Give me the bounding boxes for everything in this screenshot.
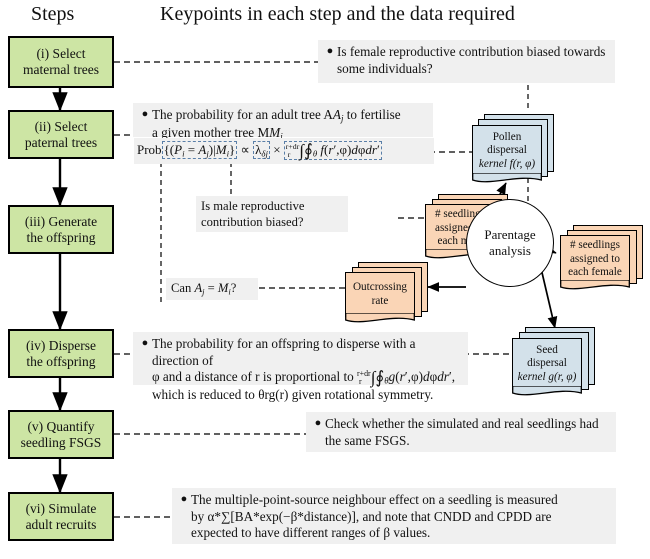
bullet-step-v-text: Check whether the simulated and real see… bbox=[325, 416, 599, 448]
bullet-dot-icon: ● bbox=[314, 417, 322, 429]
female-seedlings-l2: assigned to bbox=[569, 252, 620, 265]
bullet-step-vi-line2: by α*∑[BA*exp(−β*distance)], and note th… bbox=[191, 508, 552, 524]
card-wave-icon bbox=[345, 313, 415, 323]
bullet-step-ii: ● The probability for an adult tree AAj … bbox=[133, 103, 433, 141]
seed-kernel-l3: kernel g(r, φ) bbox=[517, 370, 577, 383]
step-ii-line2: paternal trees bbox=[24, 134, 98, 150]
step-i-line1: (i) Select bbox=[36, 46, 86, 62]
bullet-step-ii-line1b: to fertilise bbox=[343, 107, 401, 122]
bullet-step-vi: ● The multiple-point-source neighbour ef… bbox=[172, 488, 616, 544]
step-v-line1: (v) Quantify bbox=[27, 418, 95, 434]
card-face: Outcrossing rate bbox=[345, 272, 415, 317]
outcrossing-l2: rate bbox=[371, 294, 389, 307]
step-iii-line1: (iii) Generate bbox=[24, 213, 98, 229]
pollen-kernel-l2: dispersal bbox=[487, 144, 527, 157]
pollen-kernel-l1: Pollen bbox=[492, 130, 522, 143]
parentage-l1: Parentage bbox=[484, 227, 536, 243]
fertilisation-probability-formula: Prob{(Pi = Aj)|Mi} ∝ λδj × r+dr r∫∮θ f(r… bbox=[137, 141, 382, 160]
step-vi-line2: adult recruits bbox=[25, 516, 97, 532]
step-box-vi[interactable]: (vi) Simulate adult recruits bbox=[8, 492, 114, 541]
step-iv-line2: the offspring bbox=[26, 353, 96, 369]
bullet-step-i-text: Is female reproductive contribution bias… bbox=[337, 44, 606, 76]
card-wave-icon bbox=[472, 173, 542, 183]
header-steps: Steps bbox=[31, 3, 75, 25]
card-face: Pollen dispersal kernel f(r, φ) bbox=[472, 125, 542, 177]
female-seedlings-l1: # seedlings bbox=[569, 239, 620, 252]
step-v-line2: seedling FSGS bbox=[20, 434, 102, 450]
bullet-step-ii-line2: a given mother tree M bbox=[152, 124, 270, 140]
data-card-pollen-kernel[interactable]: Pollen dispersal kernel f(r, φ) bbox=[472, 114, 558, 186]
parentage-l2: analysis bbox=[489, 243, 531, 258]
step-iii-line2: the offspring bbox=[26, 229, 96, 245]
male-seedlings-l1: # seedlings bbox=[434, 208, 486, 221]
data-card-outcrossing-rate[interactable]: Outcrossing rate bbox=[345, 262, 435, 328]
card-face: # seedlings assigned to each female bbox=[560, 235, 630, 284]
bullet-step-iv: ● The probability for an offspring to di… bbox=[133, 332, 468, 402]
data-card-seed-kernel[interactable]: Seed dispersal kernel g(r, φ) bbox=[512, 327, 602, 399]
bullet-step-vi-line3: expected to have different ranges of β v… bbox=[191, 525, 431, 541]
bullet-dot-icon: ● bbox=[326, 45, 334, 57]
node-parentage-analysis[interactable]: Parentage analysis bbox=[466, 199, 554, 287]
data-card-female-seedlings[interactable]: # seedlings assigned to each female bbox=[560, 225, 650, 295]
header-keypoints: Keypoints in each step and the data requ… bbox=[160, 3, 515, 25]
step-box-iii[interactable]: (iii) Generate the offspring bbox=[8, 205, 114, 254]
step-box-v[interactable]: (v) Quantify seedling FSGS bbox=[8, 410, 114, 459]
card-face: Seed dispersal kernel g(r, φ) bbox=[512, 338, 582, 390]
bullet-step-ii-line1: The probability for an adult tree A bbox=[152, 107, 333, 122]
bullet-dot-icon: ● bbox=[141, 108, 149, 120]
pollen-kernel-l3: kernel f(r, φ) bbox=[478, 157, 536, 170]
step-box-i[interactable]: (i) Select maternal trees bbox=[8, 36, 114, 88]
step-ii-line1: (ii) Select bbox=[34, 118, 88, 134]
bullet-step-vi-line1: The multiple-point-source neighbour effe… bbox=[191, 492, 558, 507]
card-wave-icon bbox=[560, 280, 630, 290]
step-iv-line1: (iv) Disperse bbox=[25, 337, 97, 353]
bullet-step-iv-line3: which is reduced to θrg(r) given rotatio… bbox=[152, 387, 434, 403]
female-seedlings-l3: each female bbox=[568, 266, 622, 279]
bullet-step-i: ● Is female reproductive contribution bi… bbox=[318, 40, 615, 83]
bullet-step-iv-line1: The probability for an offspring to disp… bbox=[152, 336, 416, 368]
card-wave-icon bbox=[512, 386, 582, 396]
step-box-ii[interactable]: (ii) Select paternal trees bbox=[8, 110, 114, 159]
step-i-line2: maternal trees bbox=[22, 62, 100, 77]
question-selfing: Can Aj = Mi? bbox=[166, 278, 258, 300]
seed-kernel-l2: dispersal bbox=[527, 357, 567, 370]
question-male-bias: Is male reproductive contribution biased… bbox=[196, 196, 348, 232]
bullet-dot-icon: ● bbox=[180, 493, 188, 505]
bullet-step-v: ● Check whether the simulated and real s… bbox=[306, 412, 616, 452]
bullet-step-iv-line2a: φ and a distance of r is proportional to bbox=[152, 369, 358, 385]
step-box-iv[interactable]: (iv) Disperse the offspring bbox=[8, 329, 114, 378]
step-vi-line1: (vi) Simulate bbox=[25, 500, 97, 516]
outcrossing-l1: Outcrossing bbox=[352, 280, 408, 293]
seed-kernel-l1: Seed bbox=[536, 343, 558, 356]
bullet-dot-icon: ● bbox=[141, 337, 149, 349]
